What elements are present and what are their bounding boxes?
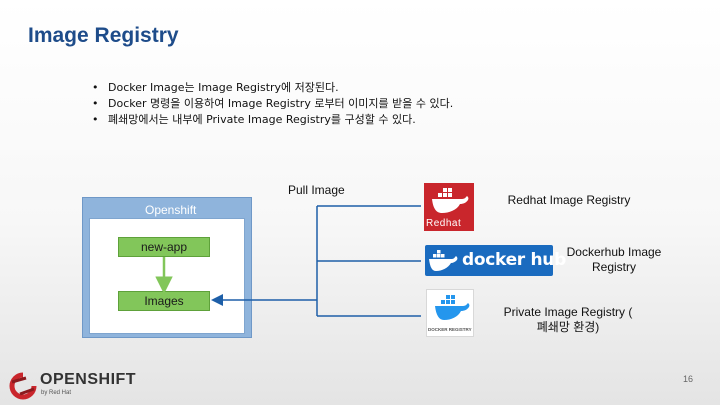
dockerhub-registry-label: Dockerhub Image Registry (564, 245, 664, 275)
openshift-logo-icon (9, 372, 37, 400)
dockerhub-label-line2: Registry (591, 260, 636, 274)
bullet-list: Docker Image는 Image Registry에 저장된다. Dock… (92, 80, 453, 128)
page-number: 16 (683, 374, 694, 384)
openshift-byline: by Red Hat (41, 390, 72, 396)
docker-whale-icon (432, 188, 469, 213)
bullet-item: 폐쇄망에서는 내부에 Private Image Registry를 구성할 수… (92, 112, 453, 128)
new-app-box: new-app (118, 237, 210, 257)
private-registry-logo (426, 289, 474, 337)
private-label-line2: 폐쇄망 환경) (536, 320, 600, 334)
pull-image-label: Pull Image (288, 183, 345, 197)
private-registry-label: Private Image Registry ( 폐쇄망 환경) (500, 305, 636, 335)
page-title: Image Registry (28, 24, 179, 47)
dockerhub-label-line1: Dockerhub Image (566, 245, 662, 259)
redhat-registry-logo (424, 183, 474, 231)
docker-registry-caption: DOCKER REGISTRY (428, 327, 472, 332)
dockerhub-registry-logo (425, 245, 553, 276)
openshift-label: Openshift (145, 203, 197, 217)
bullet-item: Docker 명령을 이용하여 Image Registry 로부터 이미지를 … (92, 96, 453, 112)
openshift-brand: OPENSHIFT (40, 371, 137, 388)
docker-whale-icon (435, 295, 470, 320)
redhat-registry-label: Redhat Image Registry (507, 193, 631, 207)
dockerhub-logo-text: docker hub (462, 250, 566, 270)
bullet-item: Docker Image는 Image Registry에 저장된다. (92, 80, 453, 96)
redhat-logo-text: Redhat (426, 218, 462, 229)
docker-whale-icon (429, 250, 458, 271)
private-label-line1: Private Image Registry ( (503, 305, 633, 319)
